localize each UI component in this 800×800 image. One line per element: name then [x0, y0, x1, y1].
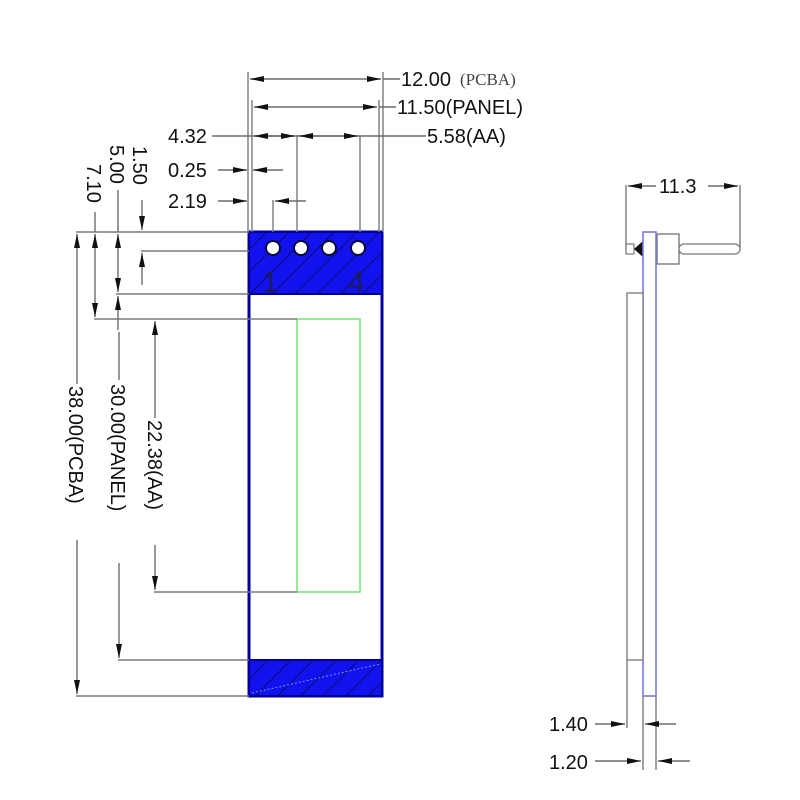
label-pin-row: 1.50: [128, 146, 150, 185]
pin-hole-2: [293, 240, 309, 256]
front-view: 1 4: [247, 230, 384, 698]
label-pcba-width-note: (PCBA): [460, 70, 516, 89]
active-area: [296, 318, 361, 593]
side-panel: [626, 292, 644, 661]
label-pcba-width-value: 12.00: [401, 69, 451, 91]
label-aa-width: 5.58(AA): [427, 126, 506, 148]
label-aa-offset: 4.32: [168, 126, 207, 148]
pin-label-first: 1: [262, 266, 279, 299]
pin-holes: [265, 240, 366, 256]
bottom-zone-dash: [251, 663, 381, 694]
label-pin-offset: 2.19: [168, 191, 207, 213]
header-pin: [678, 243, 741, 255]
pcba-outline: [247, 230, 384, 698]
pcba-bottom-zone: [248, 659, 383, 697]
vertical-dimensions: 1.50 5.00 7.10 22.38(AA) 30.00(PANEL) 38…: [64, 145, 297, 697]
side-pcb: [642, 231, 657, 697]
label-panel-offset: 0.25: [168, 160, 207, 182]
solder-joint: [634, 240, 644, 258]
label-panel-height: 30.00(PANEL): [106, 384, 128, 511]
label-panel-width: 11.50(PANEL): [397, 97, 523, 119]
pin-label-last: 4: [348, 266, 365, 299]
label-aa-start: 7.10: [82, 164, 104, 203]
side-view: 11.3 1.40 1.20: [549, 176, 741, 774]
pin-header-housing: [656, 233, 680, 265]
label-aa-height: 22.38(AA): [143, 420, 165, 510]
pin-hole-1: [265, 240, 281, 256]
label-pcba-height: 38.00(PCBA): [64, 386, 86, 504]
pin-stub: [625, 243, 635, 255]
horizontal-dimensions: 12.00 (PCBA) 11.50(PANEL) 4.32 5.58(AA) …: [168, 69, 523, 232]
label-overall-depth: 11.3: [659, 176, 696, 198]
label-header-zone: 5.00: [105, 145, 127, 184]
pin-hole-3: [321, 240, 337, 256]
label-pcb-thickness: 1.20: [549, 752, 588, 774]
label-panel-thickness: 1.40: [549, 714, 588, 736]
pin-hole-4: [350, 240, 366, 256]
